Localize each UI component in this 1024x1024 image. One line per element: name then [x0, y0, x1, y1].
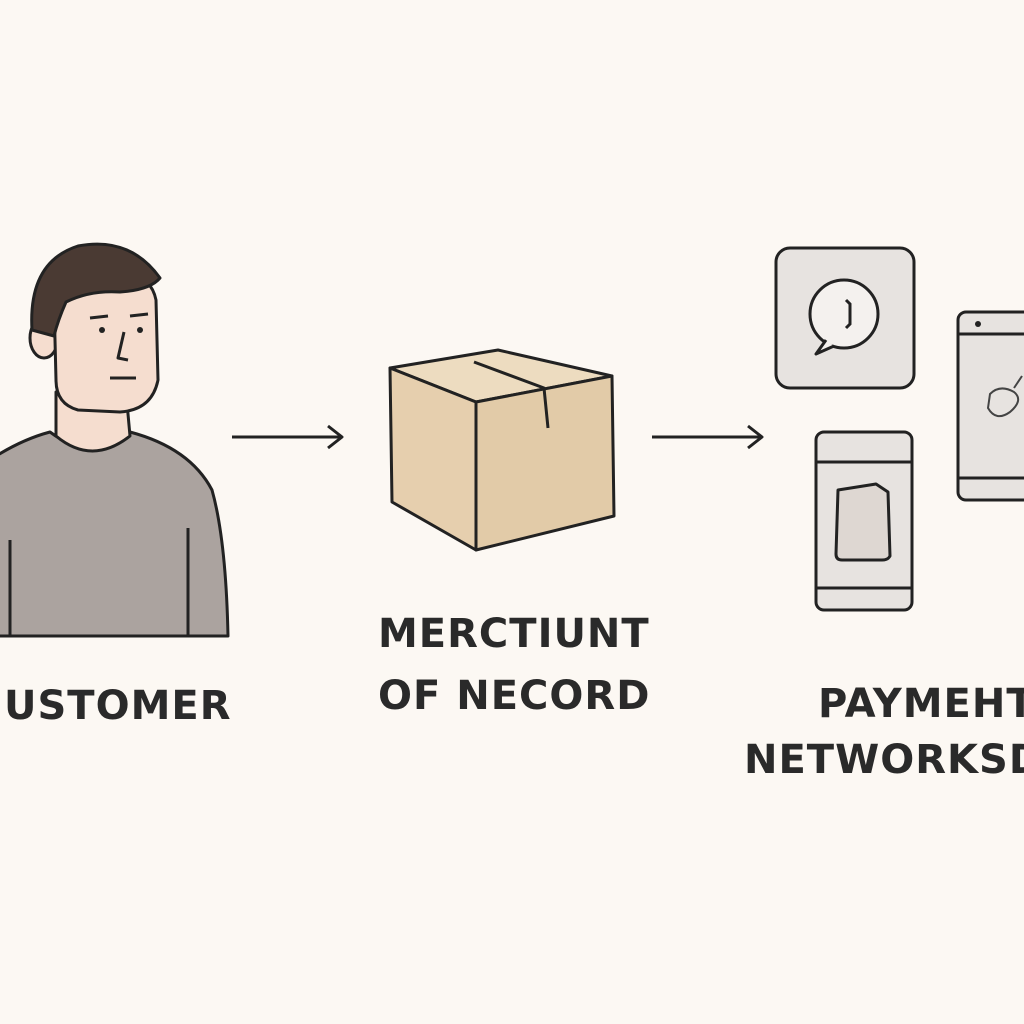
- customer-nose: [116, 331, 129, 362]
- payment-label-line1: PAYMEHT: [818, 681, 1024, 727]
- customer-shirt: [0, 430, 230, 638]
- arrow-right-icon: [232, 424, 344, 450]
- customer-hair: [30, 242, 162, 338]
- person-icon: [0, 242, 230, 638]
- customer-brow-right: [129, 312, 149, 318]
- payment-label-line2: NETWORKSD: [744, 737, 1024, 783]
- phone-icon: [814, 430, 914, 612]
- merchant-label-line2: OF NECORD: [378, 673, 651, 719]
- tablet-icon: [956, 310, 1024, 502]
- customer-eye-right: [137, 327, 143, 333]
- customer-label: USTOMER: [4, 683, 232, 729]
- customer-eye-left: [99, 327, 105, 333]
- box-tape: [473, 360, 550, 429]
- chat-bubble-icon: [774, 246, 916, 390]
- merchant-label-line1: MERCTIUNT: [378, 611, 650, 657]
- box-side: [474, 374, 616, 552]
- box-front: [388, 366, 478, 552]
- customer-brow-left: [89, 314, 109, 320]
- box-icon: [388, 348, 616, 552]
- arrow-right-icon: [652, 424, 764, 450]
